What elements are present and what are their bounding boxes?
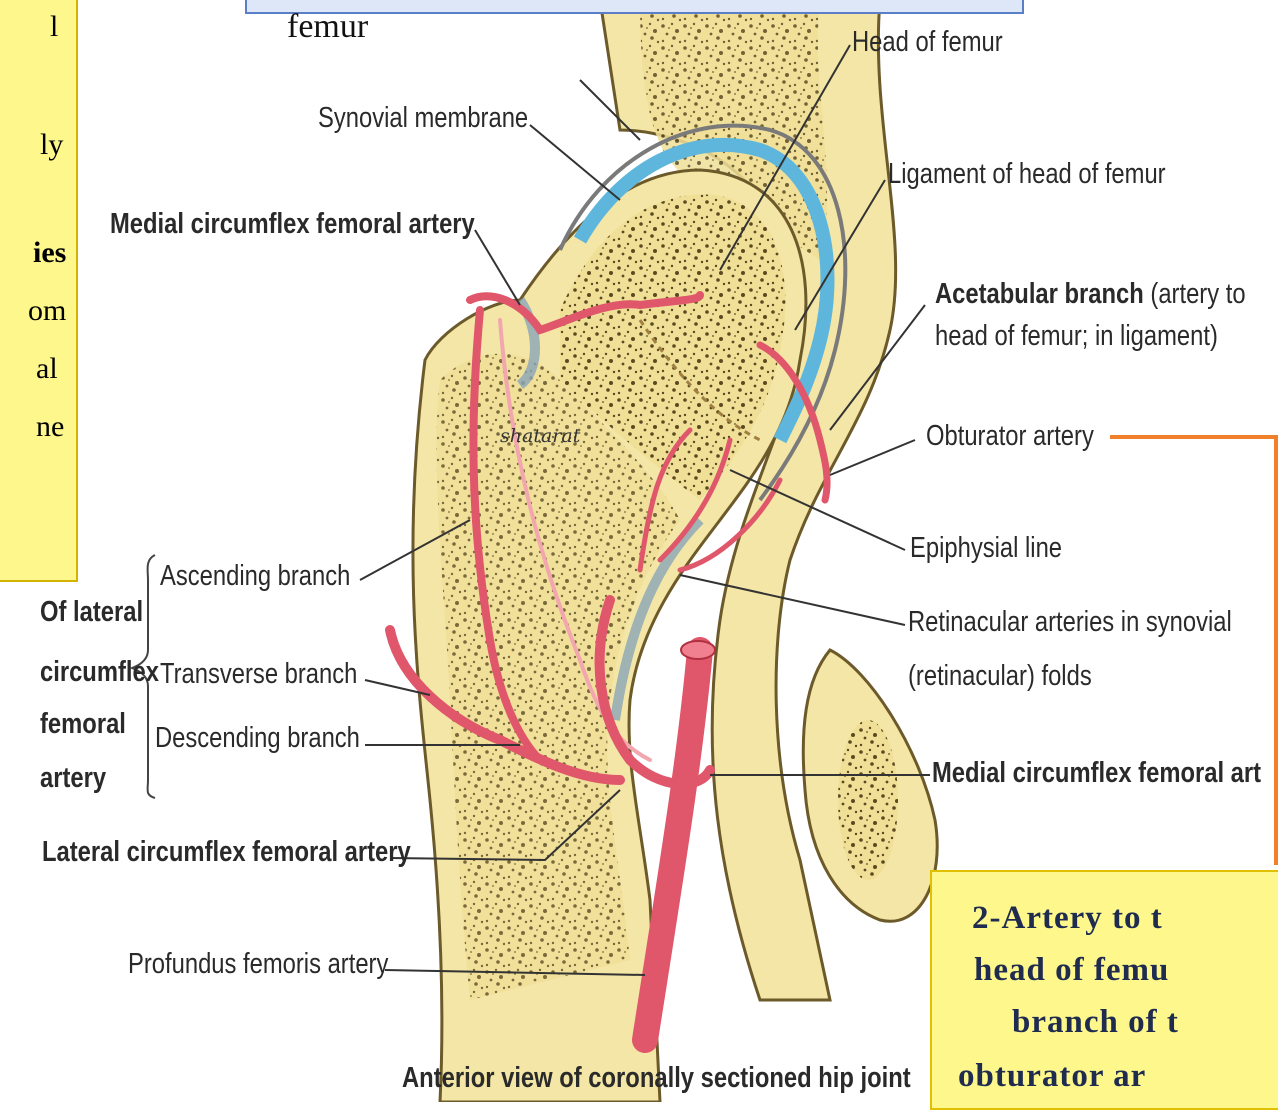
label-ligament-of-head: Ligament of head of femur (888, 158, 1166, 191)
label-of-lateral-3: femoral (40, 708, 126, 741)
label-ascending-branch: Ascending branch (160, 560, 350, 593)
left-callout-box: l ly ies om al ne (0, 0, 78, 582)
left-box-line-5: al (36, 352, 58, 386)
label-lateral-circumflex: Lateral circumflex femoral artery (42, 836, 411, 869)
profundus-cut-end (681, 641, 715, 659)
label-descending-branch: Descending branch (155, 722, 360, 755)
label-obturator-artery: Obturator artery (926, 420, 1094, 453)
watermark: shatarat (500, 425, 580, 447)
artery-box-line-1: 2-Artery to t (972, 900, 1278, 937)
left-box-line-3: ies (33, 236, 66, 270)
artery-box-line-2: head of femu (974, 952, 1278, 989)
label-of-lateral-1: Of lateral (40, 596, 143, 629)
label-acetabular-branch: Acetabular branch (artery to (935, 278, 1246, 311)
label-transverse-branch: Transverse branch (160, 658, 357, 691)
profundus-femoris-artery (645, 650, 700, 1040)
caption: Anterior view of coronally sectioned hip… (402, 1062, 911, 1095)
label-retinacular-line1: Retinacular arteries in synovial (908, 606, 1232, 639)
label-head-of-femur: Head of femur (852, 26, 1003, 59)
top-box-text: femur (287, 8, 368, 46)
left-box-line-4: om (28, 294, 66, 328)
label-medial-circumflex-top: Medial circumflex femoral artery (110, 208, 475, 241)
callout-connector (1110, 437, 1276, 865)
artery-box-line-4: obturator ar (958, 1058, 1278, 1095)
label-profundus: Profundus femoris artery (128, 948, 388, 981)
left-box-line-1: l (50, 10, 58, 44)
left-box-line-6: ne (36, 410, 64, 444)
artery-box-line-3: branch of t (1012, 1004, 1278, 1041)
ischium-spongy-bone (838, 720, 898, 880)
label-epiphysial-line: Epiphysial line (910, 532, 1062, 565)
label-of-lateral-4: artery (40, 762, 106, 795)
label-of-lateral-2: circumflex (40, 656, 159, 689)
label-acetabular-branch-line2: head of femur; in ligament) (935, 320, 1218, 353)
left-box-line-2: ly (40, 128, 63, 162)
label-retinacular-line2: (retinacular) folds (908, 660, 1092, 693)
label-synovial-membrane: Synovial membrane (318, 102, 528, 135)
label-acetabular-branch-rest: (artery to (1150, 278, 1245, 310)
label-acetabular-branch-bold: Acetabular branch (935, 278, 1144, 310)
artery-callout-box: 2-Artery to t head of femu branch of t o… (930, 870, 1278, 1110)
label-medial-circumflex-right: Medial circumflex femoral art (932, 757, 1261, 790)
